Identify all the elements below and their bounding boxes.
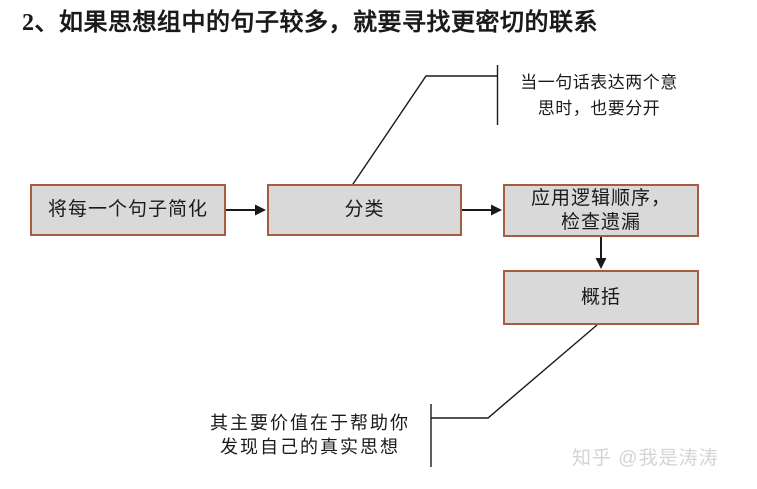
arrow-classify-to-order xyxy=(462,204,502,216)
flow-box-classify-label: 分类 xyxy=(344,199,385,221)
zhihu-watermark: 知乎 @我是涛涛 xyxy=(572,448,719,469)
flow-box-summarize: 概括 xyxy=(503,270,699,325)
callout-bottom-connector xyxy=(430,324,598,467)
arrow-simplify-to-classify xyxy=(226,204,266,216)
page-title: 2、如果思想组中的句子较多，就要寻找更密切的联系 xyxy=(22,10,598,36)
annotation-main-value: 其主要价值在于帮助你 发现自己的真实思想 xyxy=(210,413,410,458)
arrow-order-to-summarize xyxy=(595,237,607,269)
annotation-split-two-meanings: 当一句话表达两个意 思时，也要分开 xyxy=(520,73,678,118)
flow-box-classify: 分类 xyxy=(267,184,462,236)
callout-top-connector xyxy=(350,65,499,188)
flow-box-logical-order-label: 应用逻辑顺序， 检查遗漏 xyxy=(530,187,671,233)
flow-box-summarize-label: 概括 xyxy=(580,286,621,308)
flow-box-simplify: 将每一个句子简化 xyxy=(30,184,226,236)
flow-box-logical-order: 应用逻辑顺序， 检查遗漏 xyxy=(503,184,699,237)
flow-box-simplify-label: 将每一个句子简化 xyxy=(47,199,208,221)
